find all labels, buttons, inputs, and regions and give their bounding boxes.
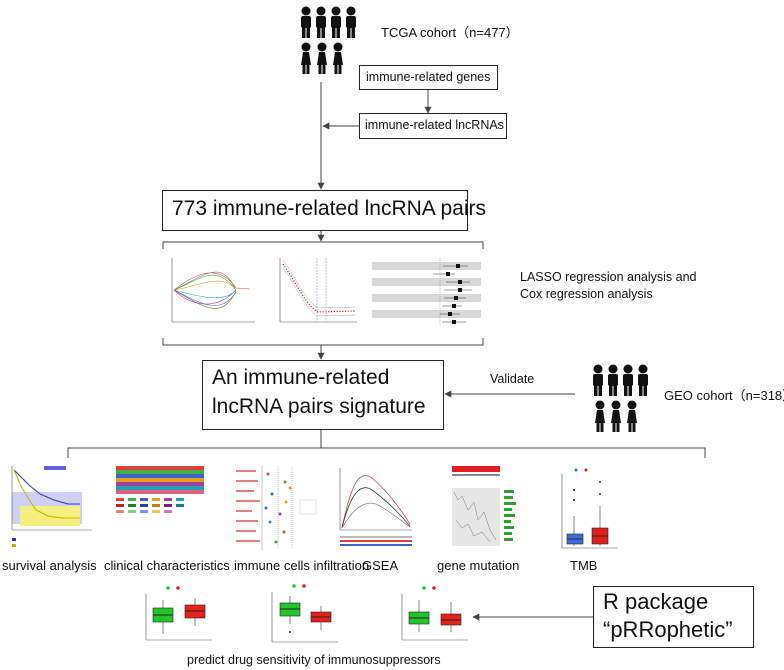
drug-boxplot-3 xyxy=(394,582,470,648)
bracket-figs-bottom xyxy=(162,338,484,346)
lasso-coefficient-thumbnail xyxy=(163,252,259,336)
signature-box xyxy=(202,360,444,430)
lasso-label-line2: Cox regression analysis xyxy=(520,287,653,301)
gsea-label: GSEA xyxy=(362,558,399,573)
lncrna-pairs-box xyxy=(162,190,468,231)
r-package-line1: R package xyxy=(603,589,709,614)
immune-genes-box xyxy=(359,65,498,90)
mutation-thumbnail xyxy=(444,460,530,554)
tcga-cohort-label: TCGA cohort（n=477） xyxy=(381,25,519,40)
validate-label: Validate xyxy=(490,372,535,386)
r-package-box xyxy=(593,586,754,648)
geo-cohort-label: GEO cohort（n=318） xyxy=(664,388,784,403)
bracket-analyses xyxy=(67,447,706,458)
lasso-cv-thumbnail xyxy=(270,252,360,336)
clinical-characteristics-label: clinical characteristics xyxy=(104,558,230,573)
lncrna-pairs-text: 773 immune-related lncRNA pairs xyxy=(172,197,486,220)
drug-sensitivity-label: predict drug sensitivity of immunosuppre… xyxy=(187,653,441,667)
lasso-label-line1: LASSO regression analysis and xyxy=(520,270,697,284)
survival-thumbnail xyxy=(6,464,96,554)
immune-lnc-box xyxy=(359,113,507,139)
survival-analysis-label: survival analysis xyxy=(2,558,97,573)
immune-cells-thumbnail xyxy=(232,464,328,554)
gsea-thumbnail xyxy=(336,460,416,554)
clinical-heatmap-thumbnail xyxy=(114,464,214,524)
immune-lnc-text: immune-related lncRNAs xyxy=(365,118,504,132)
geo-people-icon xyxy=(593,364,648,432)
drug-boxplot-1 xyxy=(138,582,214,648)
tmb-label: TMB xyxy=(570,558,598,573)
gene-mutation-label: gene mutation xyxy=(437,558,520,573)
immune-genes-text: immune-related genes xyxy=(366,70,491,84)
immune-cells-label: immune cells infiltration xyxy=(234,558,370,573)
signature-text-line1: An immune-related xyxy=(212,366,390,389)
r-package-line2: “pRRophetic” xyxy=(603,617,733,642)
tmb-boxplot-thumbnail xyxy=(554,464,620,554)
tcga-people-icon xyxy=(301,6,356,74)
signature-text-line2: lncRNA pairs signature xyxy=(212,395,426,418)
forest-plot-thumbnail xyxy=(370,252,483,336)
drug-boxplot-2 xyxy=(264,580,340,648)
bracket-figs-top xyxy=(162,241,484,249)
